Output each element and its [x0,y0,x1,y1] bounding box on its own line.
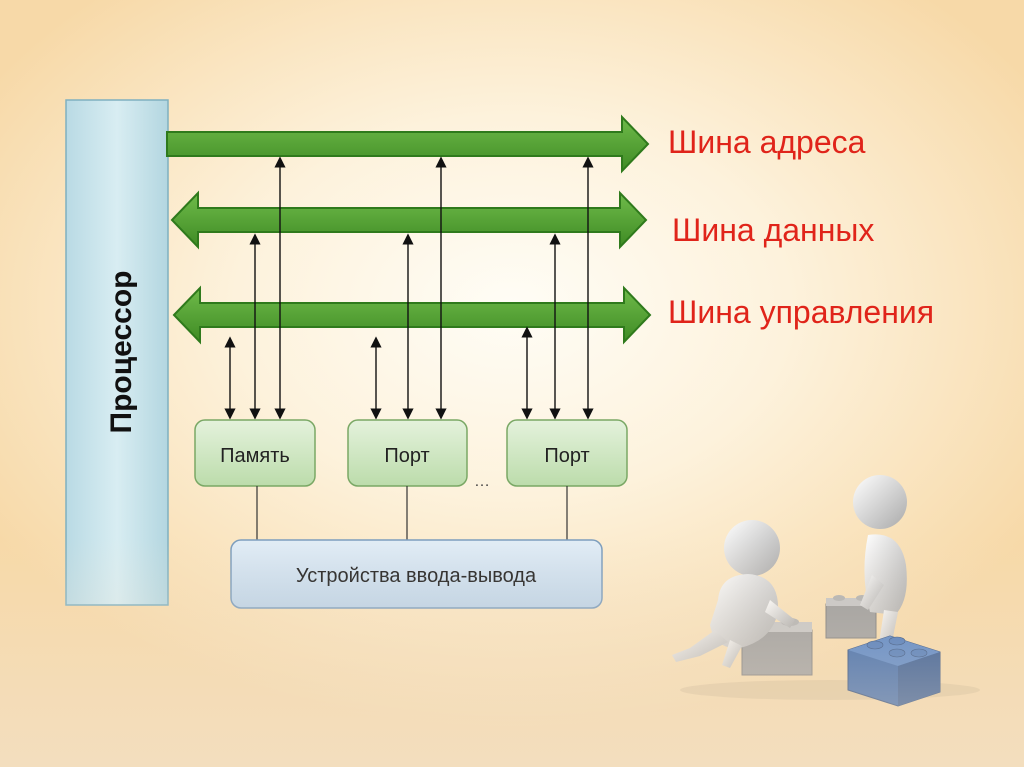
processor-label: Процессор [105,271,138,434]
figures-with-blocks-illustration [672,475,980,707]
io-connectors [256,486,568,540]
control-bus-arrow [172,285,652,345]
memory-box [194,419,316,487]
address-bus-arrow [166,114,650,174]
port1-label: Порт [384,445,429,467]
address-bus-label: Шина адреса [668,124,866,160]
port2-label: Порт [544,445,589,467]
processor-block [65,99,169,606]
ellipsis: … [474,473,490,490]
data-bus-arrow [170,190,648,250]
control-bus-label: Шина управления [668,294,934,330]
data-bus-label: Шина данных [672,212,874,248]
bus-connectors [224,156,594,420]
io-devices-label: Устройства ввода-вывода [296,565,537,587]
io-devices-box [230,539,603,609]
memory-label: Память [220,445,290,467]
